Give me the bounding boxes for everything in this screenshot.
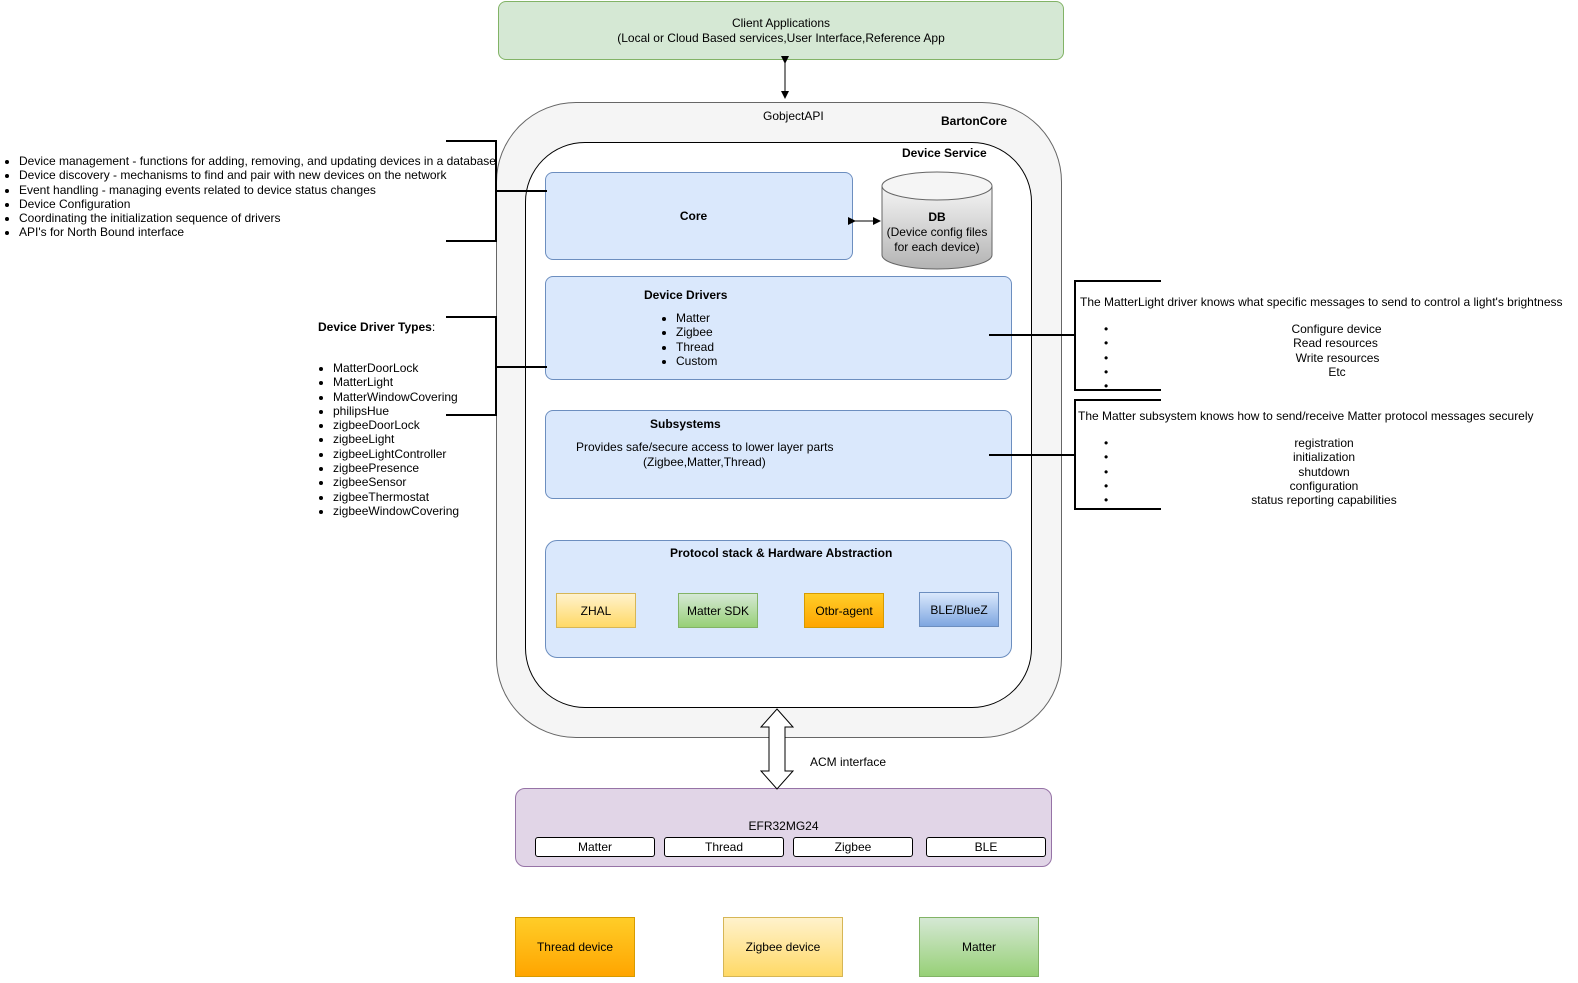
list-item: Device Configuration <box>19 197 496 211</box>
otbr-agent-label: Otbr-agent <box>815 603 873 618</box>
list-item: •initialization <box>1104 450 1356 465</box>
efr-segment-label: Matter <box>577 840 612 854</box>
thread-device-label: Thread device <box>536 940 614 954</box>
list-item: Matter <box>676 311 717 325</box>
list-item: zigbeeSensor <box>333 475 459 489</box>
list-item: • <box>1104 379 1109 394</box>
list-item: zigbeeLight <box>333 432 459 446</box>
efr-segment-thread: Thread <box>664 837 784 857</box>
subsystems-title: Subsystems <box>650 417 721 431</box>
driver-types-colon: : <box>431 320 436 334</box>
list-item: zigbeeWindowCovering <box>333 504 459 518</box>
zhal-chip: ZHAL <box>556 593 636 628</box>
bartoncore-label: BartonCore <box>941 114 1008 128</box>
efr-segment-label: Zigbee <box>834 840 872 854</box>
efr-segment-matter: Matter <box>535 837 655 857</box>
driver-types-heading: Device Driver Types: <box>318 320 435 334</box>
core-box: Core <box>545 172 853 260</box>
list-item: Device discovery - mechanisms to find an… <box>19 168 496 182</box>
matter-sdk-label: Matter SDK <box>686 603 749 618</box>
matter-sdk-chip: Matter SDK <box>678 593 758 628</box>
list-item: zigbeePresence <box>333 461 459 475</box>
driver-types-title: Device Driver Types <box>318 320 432 334</box>
device-drivers-title: Device Drivers <box>644 288 728 302</box>
core-notes-list: Device management - functions for adding… <box>0 154 496 240</box>
list-item: zigbeeLightController <box>333 447 459 461</box>
list-item: •configuration <box>1104 478 1359 493</box>
device-drivers-list: Matter Zigbee Thread Custom <box>657 311 717 368</box>
list-item: MatterWindowCovering <box>333 390 459 404</box>
list-item: Thread <box>676 340 717 354</box>
device-service-label: Device Service <box>902 146 987 160</box>
list-item: Custom <box>676 354 717 368</box>
efr-segment-label: Thread <box>704 840 744 854</box>
list-item: •Configure device <box>1104 322 1382 336</box>
acm-interface-label: ACM interface <box>810 755 887 769</box>
list-item: Device management - functions for adding… <box>19 154 496 168</box>
zigbee-device-label: Zigbee device <box>745 940 821 954</box>
list-item: philipsHue <box>333 404 459 418</box>
subsystems-description: Provides safe/secure access to lower lay… <box>576 440 834 454</box>
driver-types-list: MatterDoorLock MatterLight MatterWindowC… <box>314 361 459 518</box>
list-item: zigbeeThermostat <box>333 490 459 504</box>
device-drivers-box <box>545 276 1012 380</box>
db-label: DB (Device config files for each device) <box>881 210 993 255</box>
efr32mg24-title: EFR32MG24 <box>748 819 819 833</box>
list-item: MatterLight <box>333 375 459 389</box>
list-item: •Read resources <box>1104 336 1378 351</box>
client-applications-title: Client Applications <box>731 15 831 30</box>
list-item: Coordinating the initialization sequence… <box>19 211 496 225</box>
ble-bluez-chip: BLE/BlueZ <box>919 592 999 627</box>
list-item: •status reporting capabilities <box>1104 493 1397 508</box>
list-item: •shutdown <box>1104 464 1350 479</box>
ble-bluez-label: BLE/BlueZ <box>930 602 988 617</box>
db-title: DB <box>928 210 946 224</box>
otbr-agent-chip: Otbr-agent <box>804 593 884 628</box>
thread-device-box: Thread device <box>515 917 635 977</box>
efr-segment-ble: BLE <box>926 837 1046 857</box>
subsystems-description-2: (Zigbee,Matter,Thread) <box>643 455 766 469</box>
zhal-label: ZHAL <box>580 603 612 618</box>
matterlight-note-title: The MatterLight driver knows what specif… <box>1080 295 1563 309</box>
matterlight-note-list: •Configure device •Read resources •Write… <box>1098 322 1578 393</box>
list-item: •Etc <box>1104 364 1346 379</box>
gobject-api-label: GobjectAPI <box>763 109 824 123</box>
list-item: Zigbee <box>676 325 717 339</box>
subsystems-box <box>545 410 1012 499</box>
list-item: Event handling - managing events related… <box>19 183 496 197</box>
matter-subsystem-note-title: The Matter subsystem knows how to send/r… <box>1078 409 1534 423</box>
matter-subsystem-note-list: •registration •initialization •shutdown … <box>1098 436 1550 507</box>
matter-device-box: Matter <box>919 917 1039 977</box>
client-applications-subtitle: (Local or Cloud Based services,User Inte… <box>617 30 945 45</box>
list-item: zigbeeDoorLock <box>333 418 459 432</box>
efr-segment-label: BLE <box>974 840 998 854</box>
list-item: •Write resources <box>1104 350 1380 365</box>
db-cylinder <box>881 171 993 270</box>
list-item: •registration <box>1104 436 1354 450</box>
protocol-stack-title: Protocol stack & Hardware Abstraction <box>670 546 893 560</box>
zigbee-device-box: Zigbee device <box>723 917 843 977</box>
matter-device-label: Matter <box>961 940 996 954</box>
client-applications-box: Client Applications (Local or Cloud Base… <box>498 1 1064 60</box>
core-title: Core <box>679 209 708 223</box>
list-item: API's for North Bound interface <box>19 225 496 239</box>
db-description: (Device config files for each device) <box>886 225 988 254</box>
list-item: MatterDoorLock <box>333 361 459 375</box>
efr-segment-zigbee: Zigbee <box>793 837 913 857</box>
